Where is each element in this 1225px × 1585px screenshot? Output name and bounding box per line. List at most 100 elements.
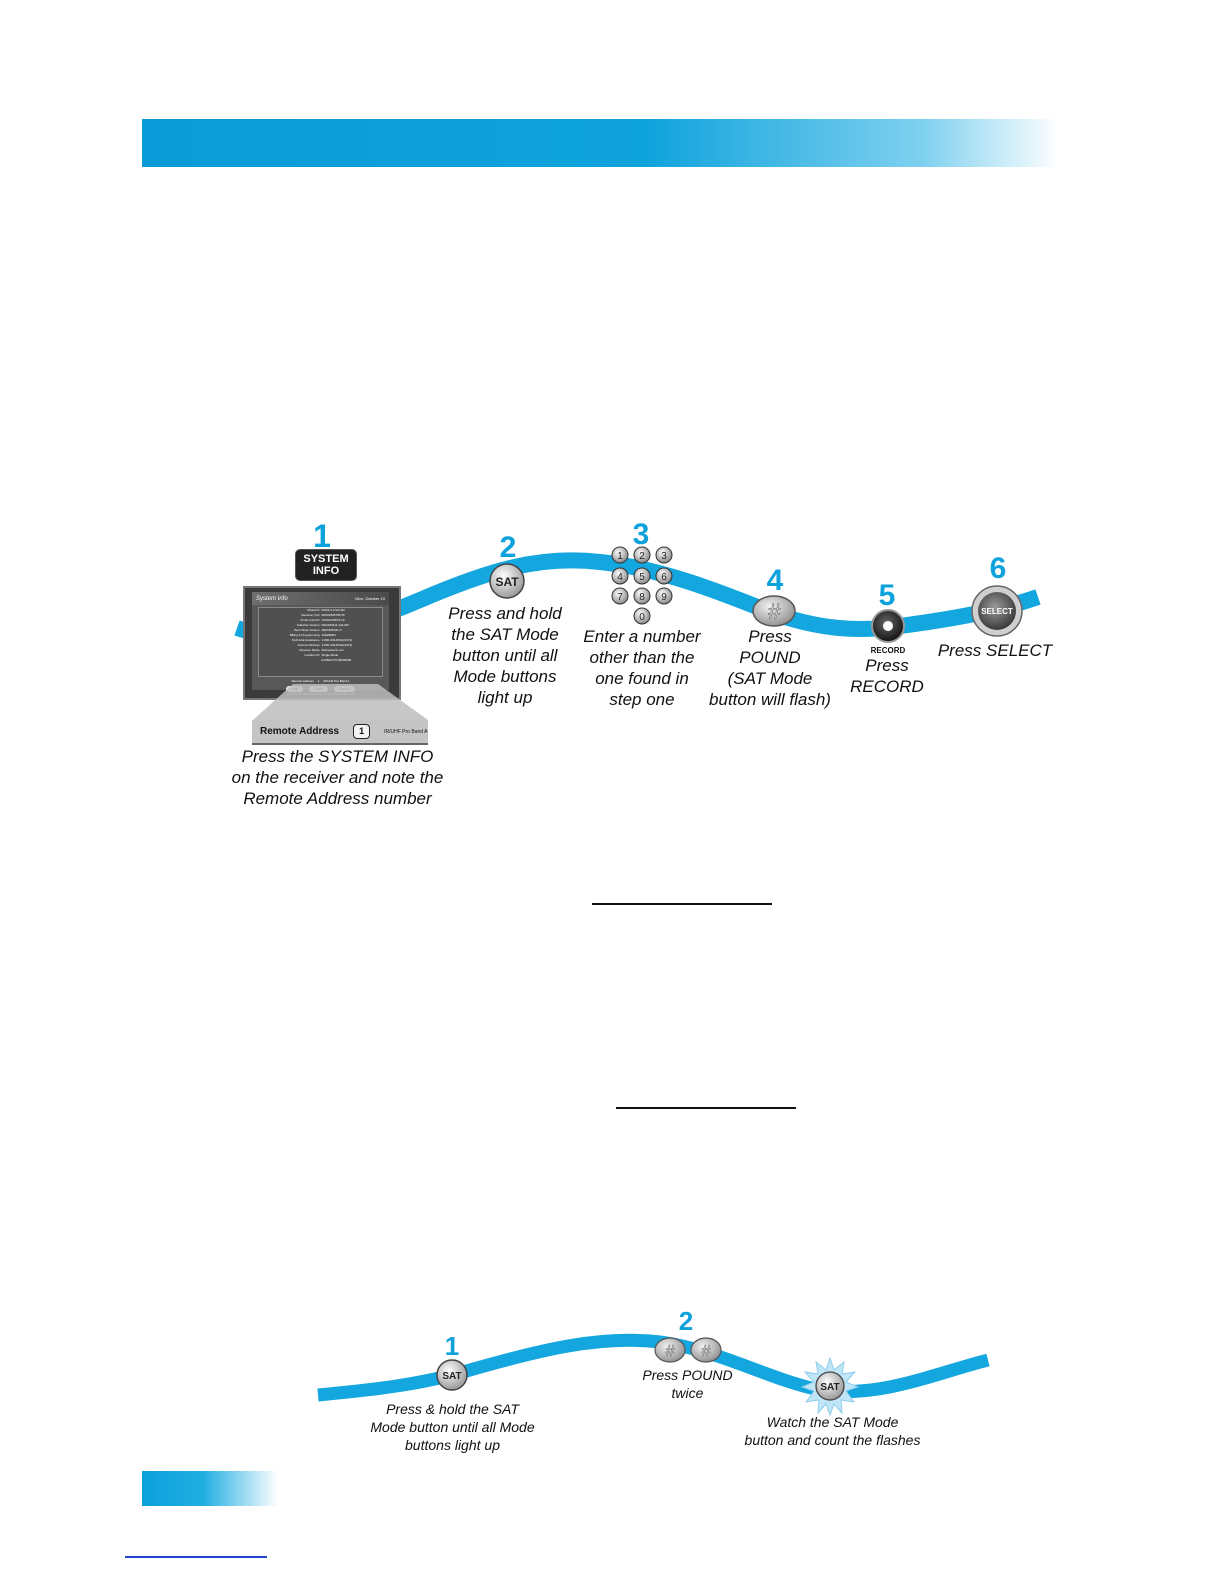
svg-text:2: 2 [679, 1306, 693, 1335]
step-6-caption: Press SELECT [937, 641, 1053, 660]
screen-field-label: Model ID [307, 608, 320, 612]
keypad-key-2: 2 [633, 546, 651, 564]
sat-button-icon: SAT [489, 563, 525, 599]
screen-field-value: 1-800-333-DISH(3474) [321, 643, 353, 647]
svg-text:SAT: SAT [820, 1382, 839, 1393]
svg-text:4: 4 [767, 564, 784, 595]
screen-field-value: 101E98D0 [321, 633, 336, 637]
svg-text:7: 7 [617, 592, 623, 603]
step-3-caption: Enter a number other than the one found … [583, 627, 701, 709]
step-5-caption: Press RECORD [850, 656, 924, 696]
svg-text:1: 1 [445, 1331, 459, 1360]
footer-bar [142, 1471, 278, 1506]
keypad-key-3: 3 [655, 546, 673, 564]
svg-text:3: 3 [661, 551, 667, 562]
fig2-step-2-caption: Press POUND twice [642, 1367, 733, 1401]
step-1-number: 1 [313, 518, 331, 552]
step-3-number: 3 [633, 518, 650, 549]
svg-text:1: 1 [313, 518, 331, 552]
svg-text:8: 8 [639, 592, 645, 603]
svg-text:5: 5 [639, 572, 645, 583]
wave-ribbon-2 [317, 1333, 990, 1402]
screen-body: Model ID Receiver (rid) Smart Card ID So… [258, 607, 383, 677]
svg-text:#: # [702, 1343, 712, 1360]
screen-field-labels: Model ID Receiver (rid) Smart Card ID So… [259, 608, 320, 676]
keypad-key-6: 6 [655, 567, 673, 585]
step-6-number: 6 [990, 552, 1007, 583]
figure-2: 1 SAT Press & hold the SAT Mode button u… [0, 1290, 1225, 1470]
bottom-rule [125, 1556, 267, 1558]
screen-field-value: S1001075874-10 [321, 618, 345, 622]
screen-field-label: Boot Strap Version [294, 628, 320, 632]
wave-ribbon-1 [234, 552, 1041, 645]
keypad-key-4: 4 [611, 567, 629, 585]
screen-field-label: Internet Address [297, 643, 320, 647]
screen-field-value: DPRF-2 CVR-SD [321, 608, 345, 612]
step-2-caption: Press and hold the SAT Mode button until… [448, 604, 562, 707]
keypad-key-9: 9 [655, 587, 673, 605]
svg-text:2: 2 [639, 551, 645, 562]
fig2-step-1-number: 1 [445, 1331, 459, 1360]
screen-remote-value: 1 [317, 679, 320, 683]
system-info-button-label: SYSTEM INFO [303, 553, 349, 577]
screen-field-value: 1-800-333-DISH(3474) [321, 638, 353, 642]
pound-button-icon: # [752, 595, 796, 627]
keypad-key-7: 7 [611, 587, 629, 605]
svg-text:RECORD: RECORD [871, 646, 906, 655]
screen-date: Mon, October 19 [355, 596, 385, 601]
step-5-number: 5 [879, 579, 896, 610]
screen-header: System Info Mon, October 19 [252, 592, 389, 605]
svg-text:SAT: SAT [442, 1371, 461, 1382]
svg-text:SAT: SAT [495, 575, 519, 589]
svg-text:6: 6 [990, 552, 1007, 583]
step-4-caption: Press POUND (SAT Mode button will flash) [709, 627, 831, 709]
screen-field-value: Single Mode [321, 653, 339, 657]
svg-text:6: 6 [661, 572, 667, 583]
screen-title: System Info [256, 595, 288, 602]
fig2-step-3-caption: Watch the SAT Mode button and count the … [744, 1414, 921, 1448]
callout-band: IR/UHF Pro Band A [384, 728, 428, 735]
callout-value: 1 [353, 724, 371, 739]
screen-field-value: A8CDRIG0F-N [321, 628, 342, 632]
underline-rule [592, 903, 772, 905]
pound-buttons-icon: # # [654, 1337, 722, 1363]
svg-text:#: # [666, 1343, 676, 1360]
screen-field-value: dishnetwork.com [321, 648, 345, 652]
select-button-icon: SELECT [971, 585, 1023, 637]
screen-field-value: E79823770-00000000 [321, 658, 352, 662]
screen-field-label: Smart Card ID [300, 618, 320, 622]
screen-field-label: Software Version [296, 623, 320, 627]
flashing-sat-icon: SAT [800, 1356, 860, 1416]
screen-remote-band: IR/UHF Pro Band A [323, 679, 350, 683]
step-4-number: 4 [767, 564, 784, 595]
svg-text:0: 0 [639, 612, 645, 623]
keypad-icon: 1 2 3 4 5 6 7 8 9 0 [611, 546, 673, 625]
screen-remote-label: Remote Address [291, 679, 314, 683]
fig2-step-1-caption: Press & hold the SAT Mode button until a… [370, 1401, 535, 1453]
screen-field-value: DRASP2H4-1a6-RR [321, 623, 349, 627]
remote-address-callout: Remote Address 1 IR/UHF Pro Band A [252, 720, 428, 745]
keypad-key-0: 0 [633, 607, 651, 625]
keypad-key-5: 5 [633, 567, 651, 585]
screen-field-label: Receiver (rid) [301, 613, 320, 617]
fig2-step-2-number: 2 [679, 1306, 693, 1335]
underline-rule [616, 1107, 796, 1109]
screen-field-label: Technical Assistance [291, 638, 320, 642]
svg-text:5: 5 [879, 579, 896, 610]
sat-button-icon: SAT [436, 1359, 468, 1391]
screen-field-label: Billing & Programming [289, 633, 320, 637]
keypad-key-1: 1 [611, 546, 629, 564]
pound-button-icon: # [654, 1337, 686, 1363]
svg-text:4: 4 [617, 572, 623, 583]
svg-text:3: 3 [633, 518, 650, 549]
header-bar [142, 119, 1060, 167]
pound-button-icon: # [690, 1337, 722, 1363]
record-button-icon: RECORD [871, 609, 906, 655]
svg-text:SELECT: SELECT [981, 607, 1013, 616]
step-2-number: 2 [500, 531, 517, 562]
figure-1: 1 SYSTEM INFO System Info Mon, October 1… [232, 518, 1053, 808]
system-info-button-icon: SYSTEM INFO [295, 549, 357, 581]
callout-label: Remote Address [260, 726, 340, 737]
zoom-cone [253, 684, 428, 720]
screen-field-label: Receiver Mode [299, 648, 320, 652]
